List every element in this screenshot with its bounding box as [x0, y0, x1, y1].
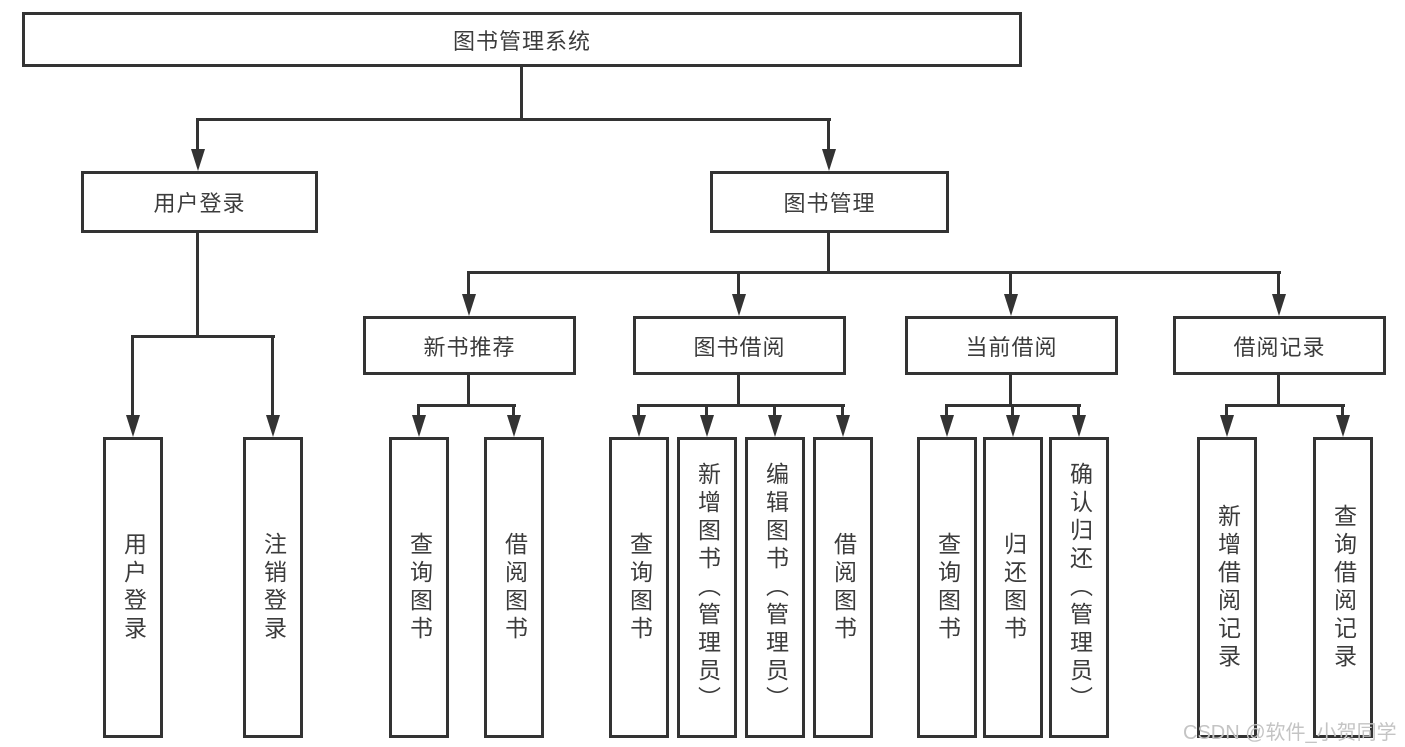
arrowhead-down	[836, 415, 850, 437]
leaf-records-add-record-label: 新增借阅记录	[1214, 503, 1241, 672]
connector-line	[1009, 374, 1012, 406]
leaf-borrow-edit-books-admin-label: 编辑图书（管理员）	[762, 461, 789, 714]
leaf-logout: 注销登录	[243, 437, 303, 738]
arrowhead-down	[126, 415, 140, 437]
leaf-logout-label: 注销登录	[260, 531, 287, 644]
leaf-records-query-record-label: 查询借阅记录	[1330, 503, 1357, 672]
leaf-records-query-record: 查询借阅记录	[1313, 437, 1373, 738]
leaf-borrow-edit-books-admin: 编辑图书（管理员）	[745, 437, 805, 738]
connector-line	[467, 374, 470, 406]
node-user-login-label: 用户登录	[153, 191, 246, 216]
arrowhead-down	[462, 294, 476, 316]
node-current-borrow: 当前借阅	[905, 316, 1118, 375]
connector-line	[196, 118, 199, 151]
connector-line	[1277, 271, 1280, 296]
arrowhead-down	[1220, 415, 1234, 437]
leaf-borrow-query-books: 查询图书	[609, 437, 669, 738]
node-book-management-label: 图书管理	[783, 191, 876, 216]
arrowhead-down	[266, 415, 280, 437]
connector-line	[1225, 404, 1345, 407]
node-system-root-label: 图书管理系统	[452, 28, 591, 54]
node-book-borrow: 图书借阅	[633, 316, 846, 375]
connector-line	[637, 404, 845, 407]
leaf-user-login: 用户登录	[103, 437, 163, 738]
leaf-recommend-query-books: 查询图书	[389, 437, 449, 738]
connector-line	[1009, 271, 1012, 296]
arrowhead-down	[507, 415, 521, 437]
arrowhead-down	[1272, 294, 1286, 316]
arrowhead-down	[412, 415, 426, 437]
connector-line	[512, 404, 515, 417]
connector-line	[196, 118, 831, 121]
leaf-current-confirm-return-admin: 确认归还（管理员）	[1049, 437, 1109, 738]
node-book-management: 图书管理	[710, 171, 949, 233]
connector-line	[1225, 404, 1228, 417]
leaf-current-query-books: 查询图书	[917, 437, 977, 738]
leaf-recommend-query-books-label: 查询图书	[406, 531, 433, 644]
node-book-borrow-label: 图书借阅	[693, 334, 786, 360]
arrowhead-down	[1006, 415, 1020, 437]
arrowhead-down	[1072, 415, 1086, 437]
connector-line	[945, 404, 948, 417]
connector-line	[705, 404, 708, 417]
connector-line	[131, 335, 275, 338]
connector-line	[841, 404, 844, 417]
leaf-recommend-borrow-books-label: 借阅图书	[501, 531, 528, 644]
leaf-recommend-borrow-books: 借阅图书	[484, 437, 544, 738]
csdn-watermark: CSDN @软件_小贺同学	[1183, 722, 1397, 744]
connector-line	[1011, 404, 1014, 417]
connector-line	[467, 271, 1281, 274]
leaf-borrow-add-books-admin: 新增图书（管理员）	[677, 437, 737, 738]
connector-line	[1277, 374, 1280, 406]
arrowhead-down	[940, 415, 954, 437]
leaf-borrow-query-books-label: 查询图书	[626, 531, 653, 644]
arrowhead-down	[191, 149, 205, 171]
node-borrow-records: 借阅记录	[1173, 316, 1386, 375]
connector-line	[131, 335, 134, 417]
connector-line	[417, 404, 420, 417]
leaf-current-return-books: 归还图书	[983, 437, 1043, 738]
connector-line	[737, 374, 740, 406]
connector-line	[827, 232, 830, 274]
node-user-login: 用户登录	[81, 171, 318, 233]
connector-line	[773, 404, 776, 417]
connector-line	[827, 118, 830, 151]
node-system-root: 图书管理系统	[22, 12, 1022, 67]
connector-line	[637, 404, 640, 417]
connector-line	[417, 404, 516, 407]
node-new-book-recommend-label: 新书推荐	[423, 334, 516, 360]
connector-line	[1077, 404, 1080, 417]
node-new-book-recommend: 新书推荐	[363, 316, 576, 375]
leaf-current-query-books-label: 查询图书	[934, 531, 961, 644]
leaf-borrow-add-books-admin-label: 新增图书（管理员）	[694, 461, 721, 714]
connector-line	[196, 232, 199, 337]
node-current-borrow-label: 当前借阅	[965, 334, 1058, 360]
connector-line	[520, 66, 523, 120]
leaf-user-login-label: 用户登录	[120, 531, 147, 644]
connector-line	[1341, 404, 1344, 417]
arrowhead-down	[768, 415, 782, 437]
node-borrow-records-label: 借阅记录	[1233, 334, 1326, 360]
arrowhead-down	[822, 149, 836, 171]
leaf-borrow-borrow-books-label: 借阅图书	[830, 531, 857, 644]
arrowhead-down	[1004, 294, 1018, 316]
leaf-records-add-record: 新增借阅记录	[1197, 437, 1257, 738]
leaf-current-return-books-label: 归还图书	[1000, 531, 1027, 644]
arrowhead-down	[732, 294, 746, 316]
connector-line	[467, 271, 470, 296]
leaf-current-confirm-return-admin-label: 确认归还（管理员）	[1066, 461, 1093, 714]
arrowhead-down	[1336, 415, 1350, 437]
arrowhead-down	[632, 415, 646, 437]
connector-line	[271, 335, 274, 417]
leaf-borrow-borrow-books: 借阅图书	[813, 437, 873, 738]
connector-line	[737, 271, 740, 296]
arrowhead-down	[700, 415, 714, 437]
